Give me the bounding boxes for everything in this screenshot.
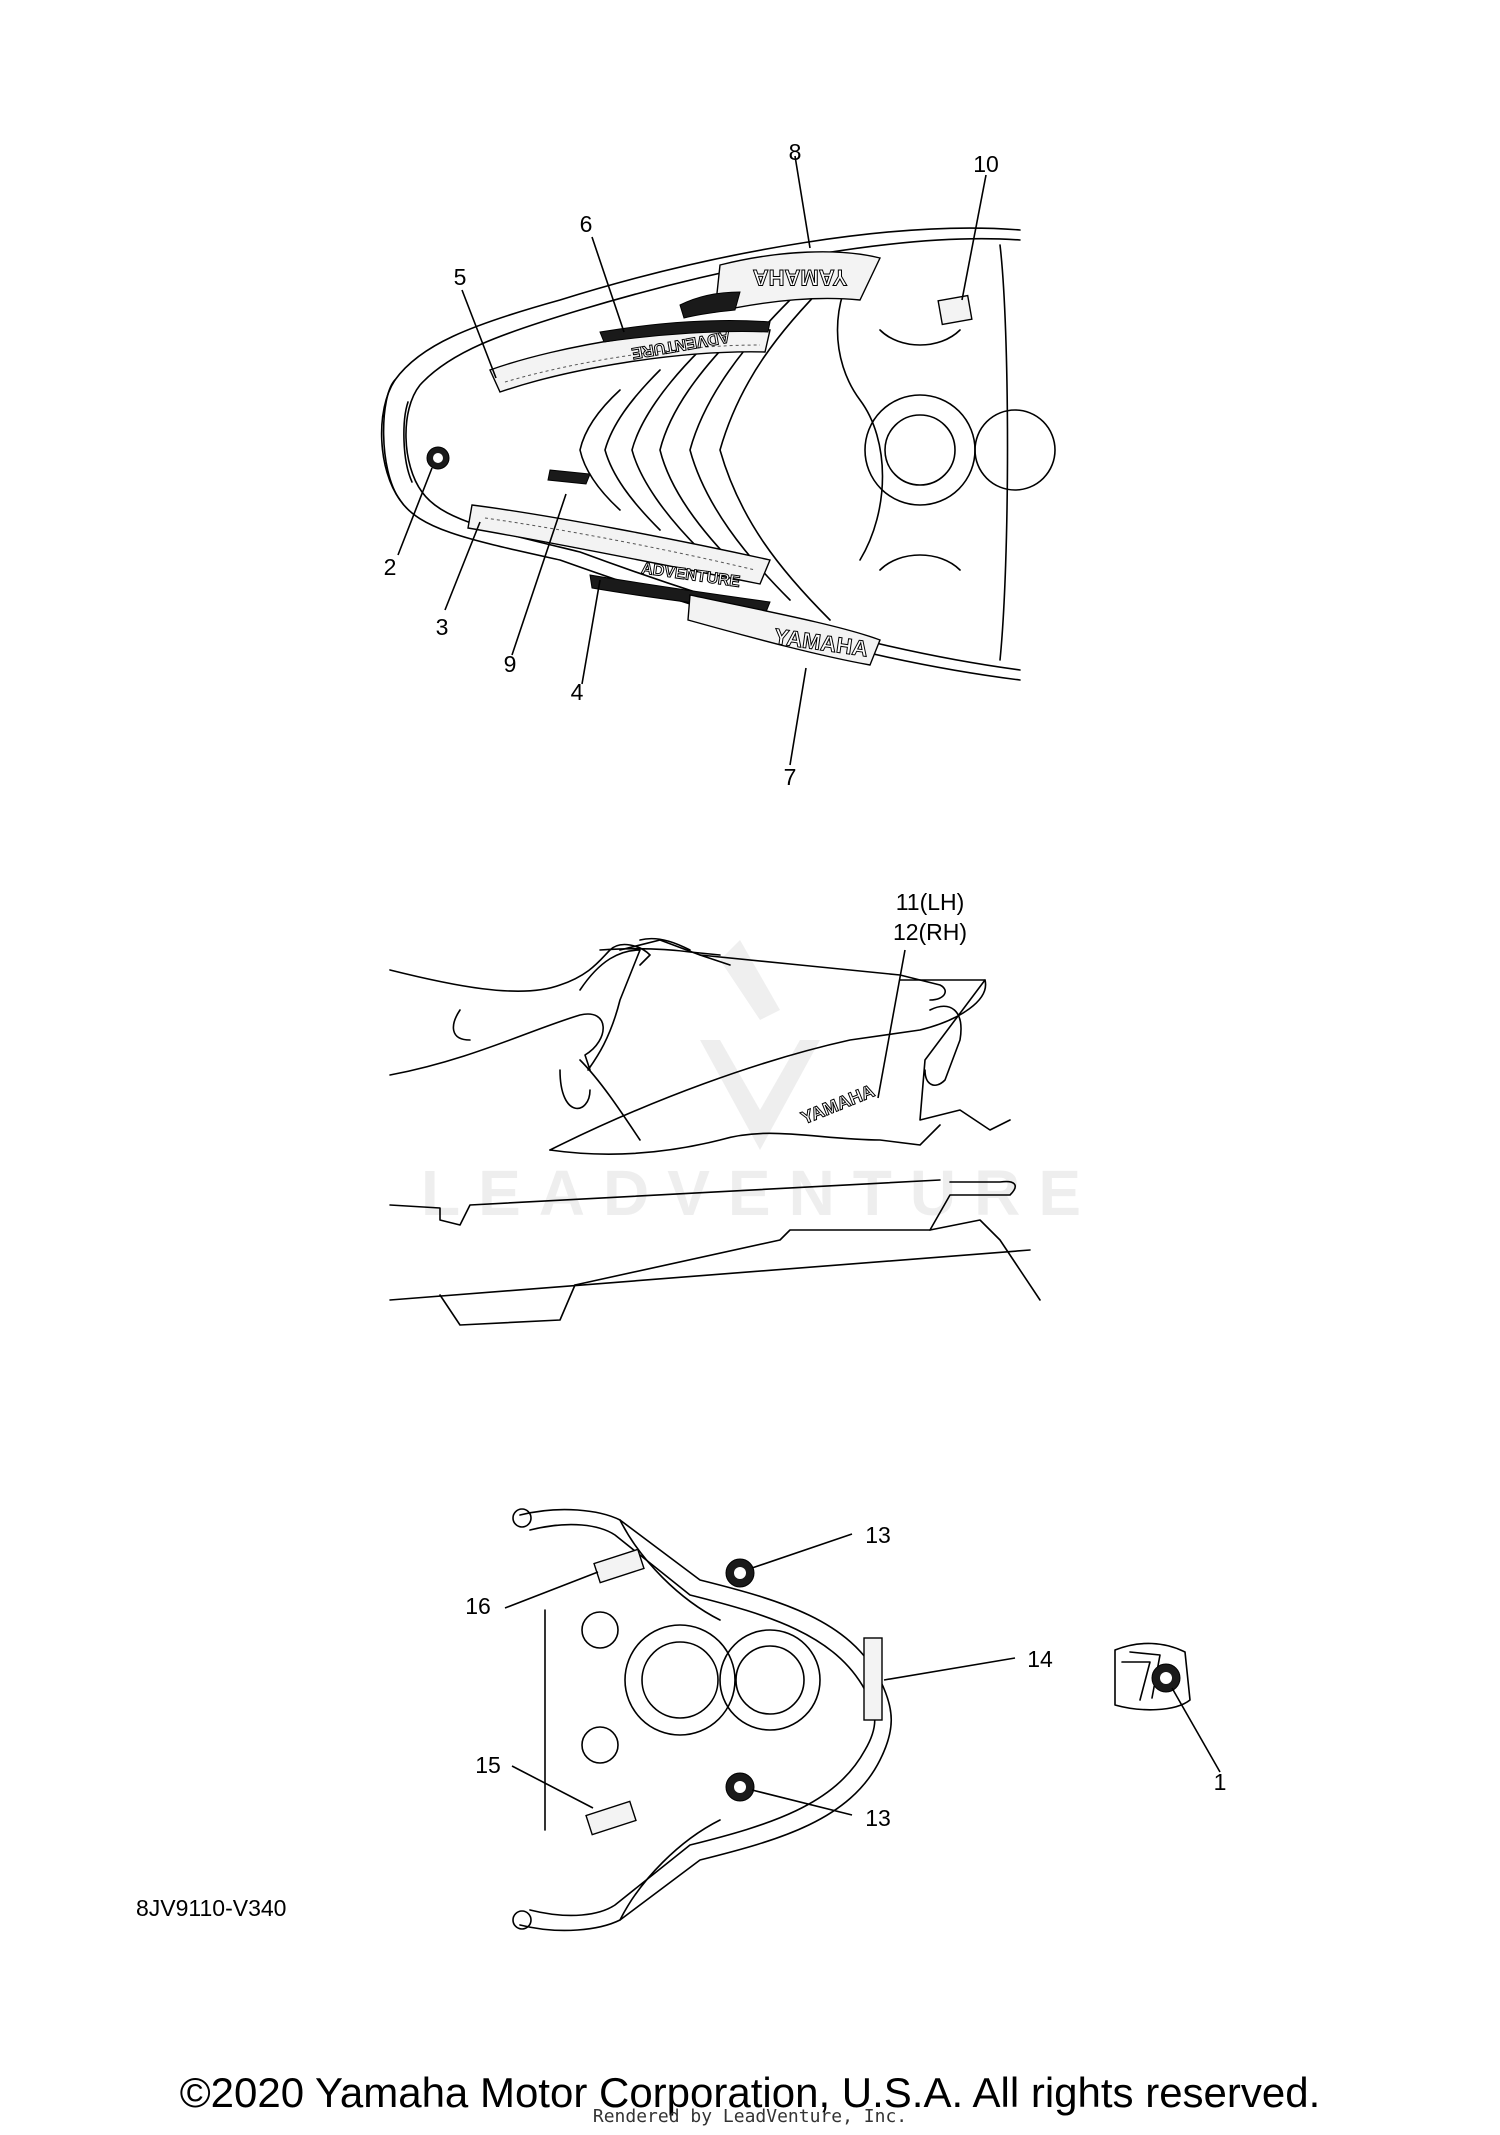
callout-2[interactable]: 2 [384,554,397,580]
callout-16[interactable]: 16 [465,1593,491,1619]
copyright-notice: ©2020 Yamaha Motor Corporation, U.S.A. A… [179,2069,1321,2116]
callout-13-upper[interactable]: 13 [865,1522,891,1548]
decal-yamaha-side: YAMAHA [798,1081,877,1129]
callout-12-rh[interactable]: 12(RH) [893,919,967,945]
badge-component: 1 [1114,1642,1227,1795]
callout-6[interactable]: 6 [580,211,593,237]
watermark-text: LEADVENTURE [421,1157,1099,1229]
callout-14[interactable]: 14 [1027,1646,1053,1672]
callout-9[interactable]: 9 [504,651,517,677]
deck-top-view: 13 14 16 15 13 [465,1508,1053,1932]
callout-8[interactable]: 8 [789,139,802,165]
callout-3[interactable]: 3 [436,614,449,640]
decal-yamaha-top: YAMAHA [753,265,848,290]
decal-yamaha-bottom: YAMAHA [772,624,869,662]
leadventure-watermark: LEADVENTURE [421,940,1099,1229]
callout-7[interactable]: 7 [784,764,797,790]
rendered-by-notice: Rendered by LeadVenture, Inc. [592,2106,908,2127]
drawing-code: 8JV9110-V340 [136,1895,287,1921]
callout-1[interactable]: 1 [1214,1769,1227,1795]
callout-13-lower[interactable]: 13 [865,1805,891,1831]
callout-5[interactable]: 5 [454,264,467,290]
top-view-deck: YAMAHA ADVENTURE YAMAHA ADVENTURE 8 10 6… [380,139,1056,790]
callout-15[interactable]: 15 [475,1752,501,1778]
callout-4[interactable]: 4 [571,679,584,705]
callout-11-lh[interactable]: 11(LH) [896,889,965,915]
callout-10[interactable]: 10 [973,151,999,177]
side-view-hull: LEADVENTURE YAMAHA 11(LH) 12(RH) [389,889,1099,1326]
